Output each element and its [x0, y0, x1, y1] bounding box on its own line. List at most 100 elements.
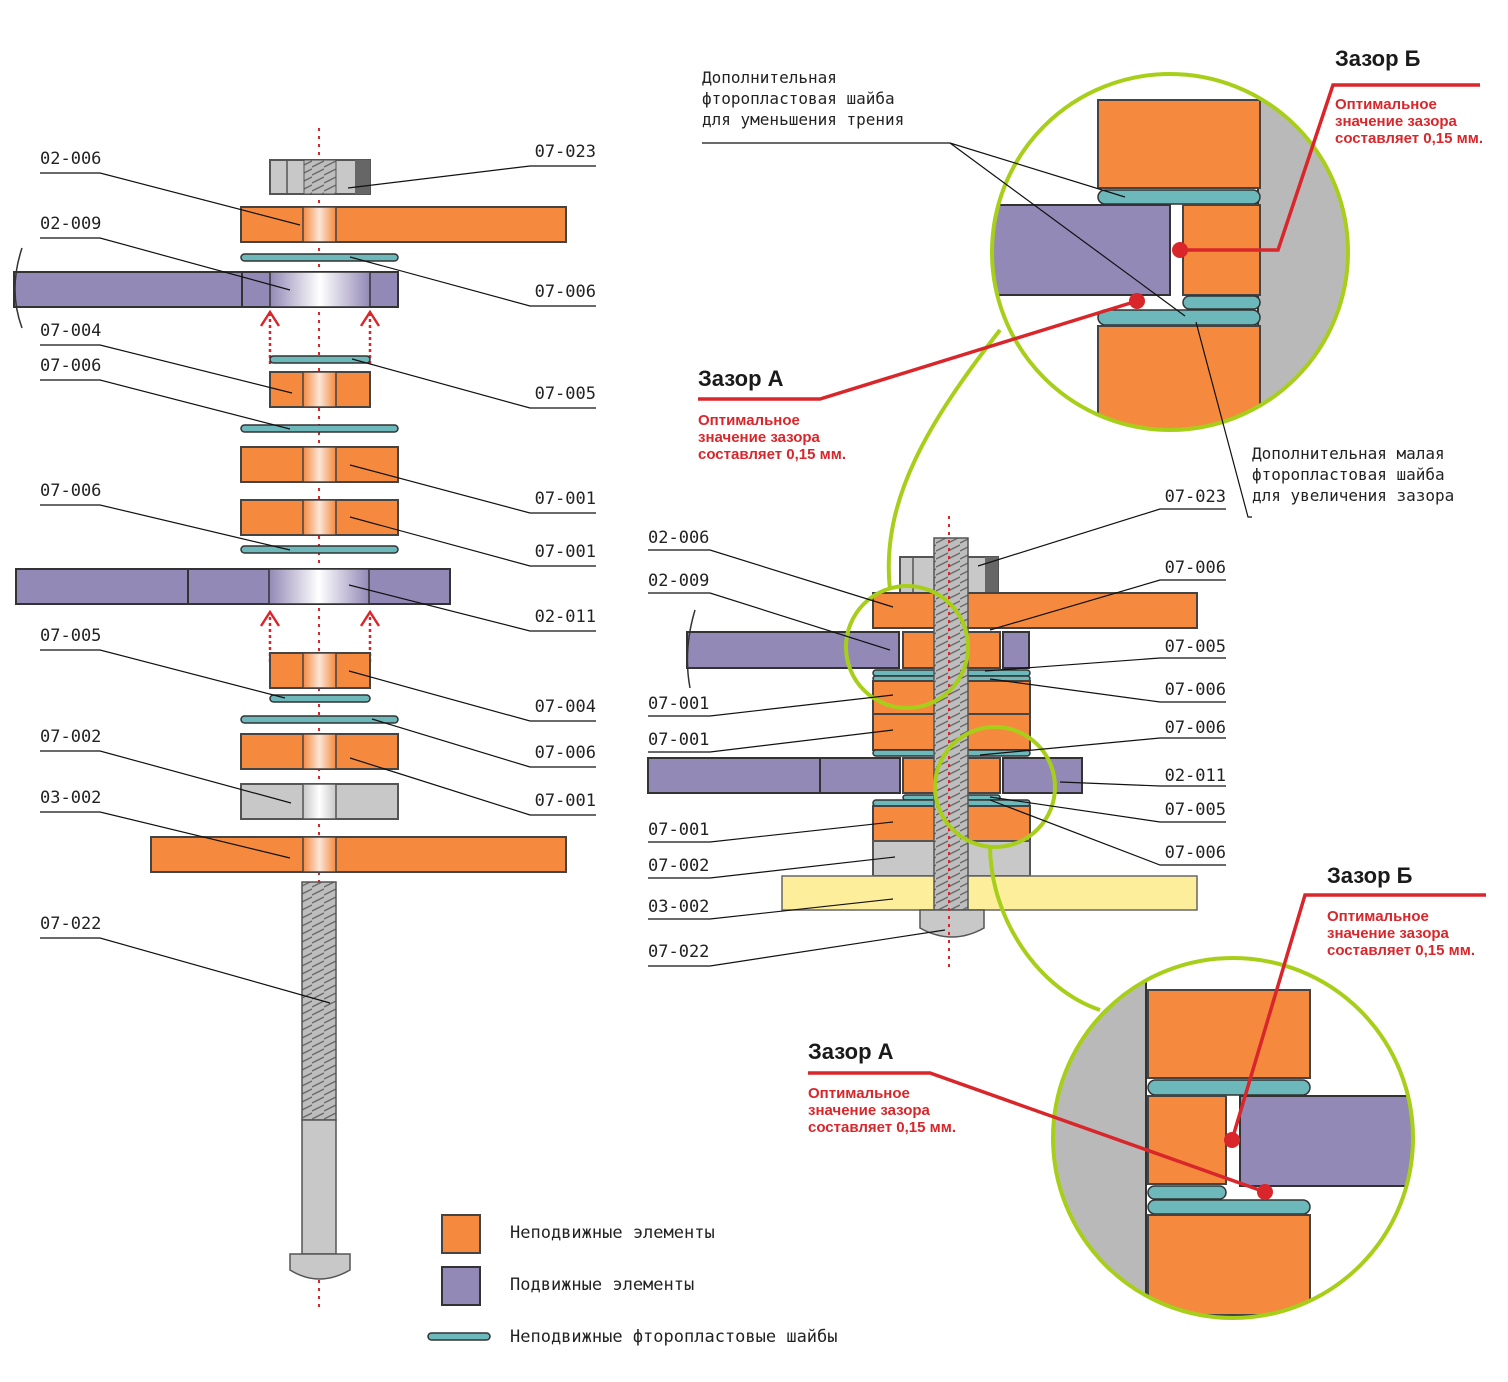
bolt-07-022	[289, 881, 351, 1280]
busbar-02-011-assembled	[647, 757, 901, 794]
right-label-02-009: 02-009	[648, 571, 709, 591]
left-label-07-006-c: 07-006	[535, 282, 596, 302]
svg-text:значение зазора: значение зазора	[1335, 113, 1458, 130]
busbar-02-009	[13, 247, 399, 329]
washer-07-005-b	[269, 694, 371, 703]
zoom-connector-top	[886, 328, 1002, 591]
right-label-02-011: 02-011	[1165, 766, 1226, 786]
plate-02-006-assembled	[872, 592, 1198, 629]
right-label-07-006-b: 07-006	[1165, 680, 1226, 700]
right-label-07-006-d: 07-006	[1165, 843, 1226, 863]
svg-text:Зазор Б: Зазор Б	[1335, 46, 1421, 71]
svg-text:для уменьшения трения: для уменьшения трения	[702, 110, 904, 129]
left-label-07-005: 07-005	[40, 626, 101, 646]
svg-text:Оптимальное: Оптимальное	[1327, 908, 1429, 925]
spacer-07-001-b	[240, 499, 399, 536]
right-label-07-002: 07-002	[648, 856, 709, 876]
right-leaders	[648, 508, 1226, 967]
svg-text:фторопластовая шайба: фторопластовая шайба	[702, 89, 895, 108]
gap-b-text-bottom: Зазор Б Оптимальное значение зазора сост…	[1327, 863, 1475, 959]
right-label-07-006-c: 07-006	[1165, 718, 1226, 738]
right-label-03-002: 03-002	[648, 897, 709, 917]
left-label-07-006-d: 07-006	[535, 743, 596, 763]
gap-a-leader-top	[698, 299, 1138, 401]
legend-swatch-moving	[441, 1266, 481, 1306]
spacer-07-001-a	[240, 446, 399, 483]
right-label-07-001-b: 07-001	[648, 730, 709, 750]
right-label-07-023: 07-023	[1165, 487, 1226, 507]
gap-a-text-bottom: Зазор А Оптимальное значение зазора сост…	[808, 1039, 956, 1136]
svg-text:составляет 0,15 мм.: составляет 0,15 мм.	[1335, 130, 1483, 147]
gap-a-leader-bottom	[808, 1071, 1266, 1194]
right-assembled-diagram: 02-006 02-009 07-001 07-001 07-001 07-00…	[647, 487, 1226, 968]
gap-b-leader-top	[1180, 83, 1480, 252]
left-label-07-022: 07-022	[40, 914, 101, 934]
right-label-07-005-b: 07-005	[1165, 800, 1226, 820]
left-leaders	[40, 165, 596, 1004]
zoom-callout-top	[990, 72, 1350, 432]
zoom-ring-bottom-small	[933, 725, 1057, 849]
svg-text:Оптимальное: Оптимальное	[808, 1085, 910, 1102]
svg-text:фторопластовая шайба: фторопластовая шайба	[1252, 465, 1445, 484]
legend-swatch-fixed	[441, 1214, 481, 1254]
left-label-07-005-b: 07-005	[535, 384, 596, 404]
gap-a-text-top: Зазор А Оптимальное значение зазора сост…	[698, 366, 846, 463]
plate-03-002-assembled	[781, 875, 1198, 911]
nut-07-023	[269, 159, 371, 195]
washer-07-006-d	[240, 715, 399, 724]
svg-text:Оптимальное: Оптимальное	[698, 412, 800, 429]
zoom-ring-top-small	[844, 584, 970, 710]
right-label-07-022: 07-022	[648, 942, 709, 962]
gap-b-leader-bottom	[1230, 893, 1486, 1141]
washer-07-005-a	[269, 355, 371, 364]
svg-text:составляет 0,15 мм.: составляет 0,15 мм.	[698, 446, 846, 463]
legend: Неподвижные элементы Подвижные элементы …	[427, 1214, 838, 1347]
note-extra-small-washer: Дополнительная малая фторопластовая шайб…	[1252, 444, 1454, 505]
plate-03-002	[150, 836, 567, 873]
left-label-02-009: 02-009	[40, 214, 101, 234]
left-label-07-004-b: 07-004	[535, 697, 596, 717]
washer-07-006-b	[240, 424, 399, 433]
legend-label-washers: Неподвижные фторопластовые шайбы	[510, 1327, 838, 1347]
plate-02-006	[240, 206, 567, 243]
svg-text:Дополнительная: Дополнительная	[702, 68, 837, 87]
left-label-02-011: 02-011	[535, 607, 596, 627]
legend-label-fixed: Неподвижные элементы	[510, 1223, 715, 1243]
svg-text:Дополнительная малая: Дополнительная малая	[1252, 444, 1445, 463]
left-label-03-002: 03-002	[40, 788, 101, 808]
bolt-07-022-assembled	[933, 537, 969, 911]
right-label-07-001-c: 07-001	[648, 820, 709, 840]
left-label-07-023: 07-023	[535, 142, 596, 162]
spacer-07-002	[240, 783, 399, 820]
svg-text:Оптимальное: Оптимальное	[1335, 96, 1437, 113]
left-exploded-diagram: 02-006 02-009 07-004 07-006 07-006 07-00…	[13, 128, 596, 1310]
note-extra-washer-friction: Дополнительная фторопластовая шайба для …	[702, 68, 904, 129]
svg-text:составляет 0,15 мм.: составляет 0,15 мм.	[808, 1119, 956, 1136]
zoom-connector-bottom	[988, 844, 1101, 1012]
svg-text:Зазор А: Зазор А	[808, 1039, 894, 1064]
left-label-07-006-b: 07-006	[40, 481, 101, 501]
svg-text:значение зазора: значение зазора	[1327, 925, 1450, 942]
left-label-07-006-a: 07-006	[40, 356, 101, 376]
right-label-07-005-a: 07-005	[1165, 637, 1226, 657]
washer-07-006-a	[240, 253, 399, 262]
busbar-02-009-assembled	[686, 631, 900, 669]
movement-arrows-top	[259, 309, 381, 364]
spacer-07-004-b	[269, 652, 371, 689]
washer-07-006-c	[240, 545, 399, 554]
legend-swatch-washers	[427, 1332, 491, 1341]
left-label-07-004: 07-004	[40, 321, 101, 341]
left-label-02-006: 02-006	[40, 149, 101, 169]
svg-text:значение зазора: значение зазора	[698, 429, 821, 446]
gap-b-text-top: Зазор Б Оптимальное значение зазора сост…	[1335, 46, 1483, 147]
legend-label-moving: Подвижные элементы	[510, 1275, 694, 1295]
left-label-07-002: 07-002	[40, 727, 101, 747]
busbar-02-011	[15, 568, 451, 605]
left-label-07-001-b: 07-001	[535, 542, 596, 562]
svg-text:для увеличения зазора: для увеличения зазора	[1252, 486, 1454, 505]
svg-text:Зазор Б: Зазор Б	[1327, 863, 1413, 888]
svg-text:Зазор А: Зазор А	[698, 366, 784, 391]
svg-text:составляет 0,15 мм.: составляет 0,15 мм.	[1327, 942, 1475, 959]
zoom-callout-bottom	[1051, 956, 1415, 1320]
